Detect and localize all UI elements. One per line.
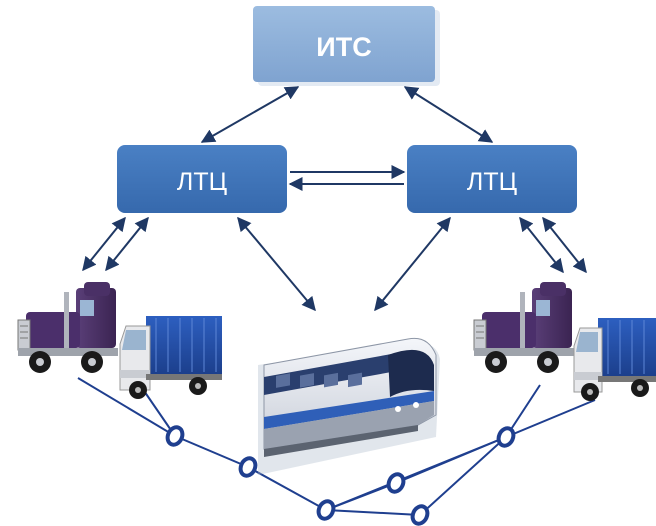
arrow-ltc-left-van	[105, 216, 149, 272]
network-node	[410, 504, 430, 526]
ltc-left-node: ЛТЦ	[117, 145, 287, 213]
ltc-right-node: ЛТЦ	[407, 145, 577, 213]
network-nodes	[165, 425, 516, 526]
network-node	[238, 456, 258, 478]
arrow-ltc-right-train	[374, 216, 451, 312]
ltc-left-box	[117, 145, 287, 213]
network-node	[386, 472, 406, 494]
network-node	[316, 499, 336, 521]
arrow-its-ltc-left	[200, 86, 300, 143]
network-node	[496, 426, 516, 448]
network-node	[165, 425, 185, 447]
its-box	[253, 6, 435, 82]
arrow-ltc-left-truck	[82, 216, 126, 272]
arrow-ltc-right-van	[542, 216, 587, 274]
semi-truck-icon	[473, 282, 574, 373]
ltc-right-box	[407, 145, 577, 213]
its-label: ИТС	[316, 32, 371, 62]
arrow-ltc-right-truck	[519, 216, 564, 274]
arrow-its-ltc-right	[403, 86, 494, 143]
cargo-truck-icon	[573, 318, 656, 401]
ltc-left-label: ЛТЦ	[177, 168, 228, 196]
ltc-right-label: ЛТЦ	[467, 168, 518, 196]
semi-truck-icon	[17, 282, 118, 373]
network-line-right-up	[419, 384, 541, 516]
arrows	[82, 86, 587, 312]
its-node: ИТС	[253, 6, 440, 86]
network-line-cross	[325, 436, 507, 511]
cargo-truck-icon	[119, 316, 222, 399]
train-icon	[258, 337, 440, 475]
arrow-ltc-left-train	[237, 216, 316, 312]
